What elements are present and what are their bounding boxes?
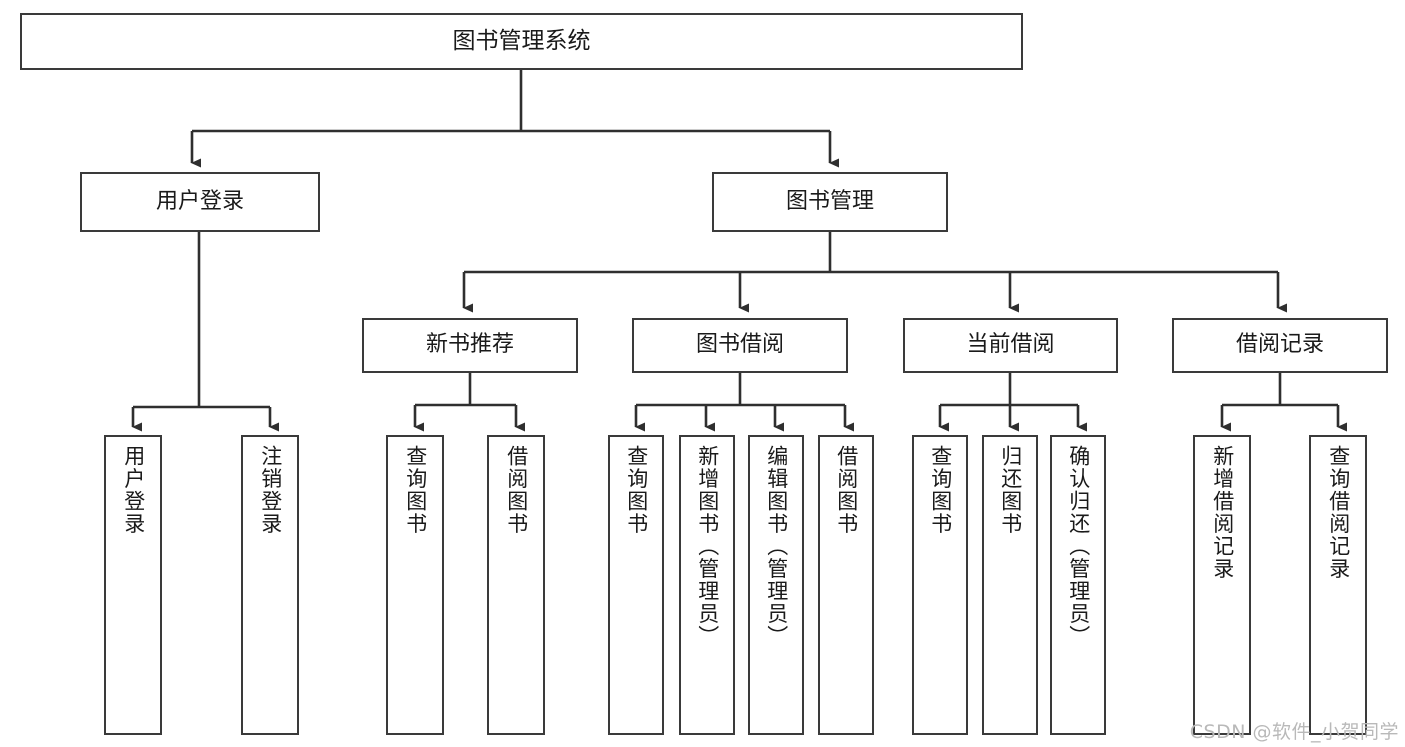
- node-leaf-bookborrow-query-book[interactable]: 查询图书: [608, 435, 664, 735]
- node-leaf-borrowrecord-add-record-label: 新增借阅记录: [1210, 445, 1235, 580]
- node-leaf-newbook-query-book-label: 查询图书: [403, 445, 428, 535]
- node-book-borrow-label: 图书借阅: [695, 332, 784, 358]
- node-leaf-borrowrecord-query-record-label: 查询借阅记录: [1326, 445, 1351, 580]
- node-root-system[interactable]: 图书管理系统: [20, 13, 1023, 70]
- node-leaf-currentborrow-return-book[interactable]: 归还图书: [982, 435, 1038, 735]
- node-borrow-record[interactable]: 借阅记录: [1172, 318, 1388, 373]
- node-book-management-label: 图书管理: [785, 188, 874, 214]
- node-leaf-newbook-borrow-book-label: 借阅图书: [504, 445, 529, 535]
- node-borrow-record-label: 借阅记录: [1235, 332, 1324, 358]
- node-leaf-currentborrow-query-book-label: 查询图书: [928, 445, 953, 535]
- node-leaf-bookborrow-borrow-book[interactable]: 借阅图书: [818, 435, 874, 735]
- csdn-watermark: CSDN @软件_小贺同学: [1189, 721, 1399, 743]
- node-current-borrow[interactable]: 当前借阅: [903, 318, 1118, 373]
- node-leaf-bookborrow-add-book[interactable]: 新增图书（管理员）: [679, 435, 735, 735]
- node-new-book-recommend[interactable]: 新书推荐: [362, 318, 578, 373]
- node-leaf-borrowrecord-query-record[interactable]: 查询借阅记录: [1309, 435, 1367, 735]
- node-root-system-label: 图书管理系统: [452, 27, 591, 54]
- node-user-login[interactable]: 用户登录: [80, 172, 320, 232]
- node-leaf-currentborrow-confirm-return[interactable]: 确认归还（管理员）: [1050, 435, 1106, 735]
- node-user-login-label: 用户登录: [155, 188, 244, 214]
- node-leaf-user-login-login-label: 用户登录: [121, 445, 146, 535]
- node-leaf-newbook-borrow-book[interactable]: 借阅图书: [487, 435, 545, 735]
- node-book-borrow[interactable]: 图书借阅: [632, 318, 848, 373]
- node-leaf-user-login-logout-label: 注销登录: [258, 445, 283, 535]
- node-leaf-bookborrow-query-book-label: 查询图书: [624, 445, 649, 535]
- node-leaf-user-login-login[interactable]: 用户登录: [104, 435, 162, 735]
- node-leaf-currentborrow-query-book[interactable]: 查询图书: [912, 435, 968, 735]
- node-leaf-bookborrow-add-book-label: 新增图书（管理员）: [695, 445, 720, 648]
- node-book-management[interactable]: 图书管理: [712, 172, 948, 232]
- node-leaf-bookborrow-edit-book[interactable]: 编辑图书（管理员）: [748, 435, 804, 735]
- node-leaf-bookborrow-edit-book-label: 编辑图书（管理员）: [764, 445, 789, 648]
- node-current-borrow-label: 当前借阅: [966, 332, 1055, 358]
- node-leaf-user-login-logout[interactable]: 注销登录: [241, 435, 299, 735]
- node-leaf-newbook-query-book[interactable]: 查询图书: [386, 435, 444, 735]
- node-leaf-bookborrow-borrow-book-label: 借阅图书: [834, 445, 859, 535]
- node-leaf-currentborrow-return-book-label: 归还图书: [998, 445, 1023, 535]
- node-new-book-recommend-label: 新书推荐: [425, 332, 514, 358]
- node-leaf-currentborrow-confirm-return-label: 确认归还（管理员）: [1066, 445, 1091, 648]
- node-leaf-borrowrecord-add-record[interactable]: 新增借阅记录: [1193, 435, 1251, 735]
